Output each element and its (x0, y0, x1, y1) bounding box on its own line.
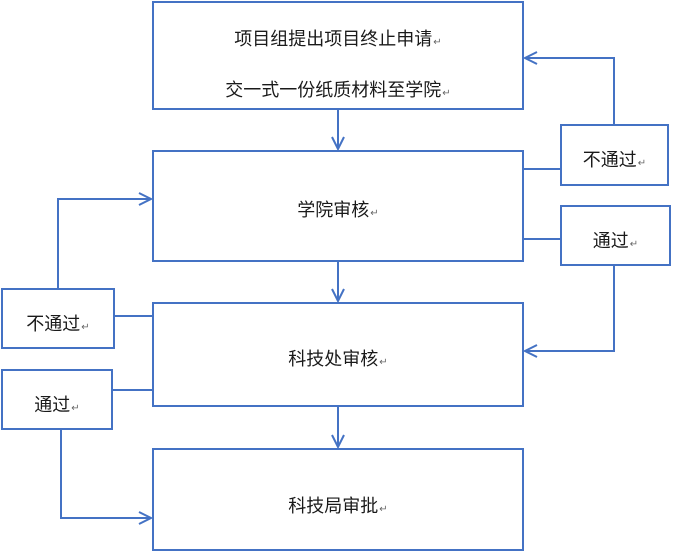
node-tech-office-review: 科技处审核↵ (152, 302, 524, 407)
paragraph-mark: ↵ (442, 88, 451, 99)
label-college-pass: 通过↵ (560, 205, 671, 266)
arrow-college-pass-to-office (525, 266, 615, 351)
node-project-termination-application: 项目组提出项目终止申请↵ 交一式一份纸质材料至学院↵ (152, 1, 524, 110)
node-tech-office-label: 科技处审核 (288, 349, 379, 370)
paragraph-mark: ↵ (433, 37, 442, 48)
paragraph-mark: ↵ (379, 357, 388, 368)
arrow-office-fail-to-college (57, 199, 151, 289)
node-apply-line1: 项目组提出项目终止申请 (234, 29, 433, 50)
label-office-pass-text: 通过 (34, 395, 71, 416)
node-apply-line2: 交一式一份纸质材料至学院 (225, 80, 442, 101)
label-college-fail: 不通过↵ (560, 124, 669, 186)
node-tech-bureau-approval: 科技局审批↵ (152, 448, 524, 551)
label-office-pass: 通过↵ (1, 369, 113, 430)
arrow-office-pass-to-bureau (60, 430, 151, 518)
paragraph-mark: ↵ (81, 322, 90, 333)
paragraph-mark: ↵ (370, 208, 379, 219)
paragraph-mark: ↵ (637, 158, 647, 169)
node-college-review: 学院审核↵ (152, 150, 524, 262)
node-college-label: 学院审核 (297, 200, 370, 221)
label-college-fail-text: 不通过 (582, 150, 637, 171)
label-office-fail: 不通过↵ (1, 288, 115, 349)
paragraph-mark: ↵ (629, 239, 639, 250)
paragraph-mark: ↵ (379, 504, 388, 515)
node-tech-bureau-label: 科技局审批 (288, 496, 379, 517)
arrow-college-fail-to-apply (525, 58, 615, 124)
label-office-fail-text: 不通过 (26, 314, 81, 335)
label-college-pass-text: 通过 (592, 231, 629, 252)
paragraph-mark: ↵ (71, 403, 80, 414)
